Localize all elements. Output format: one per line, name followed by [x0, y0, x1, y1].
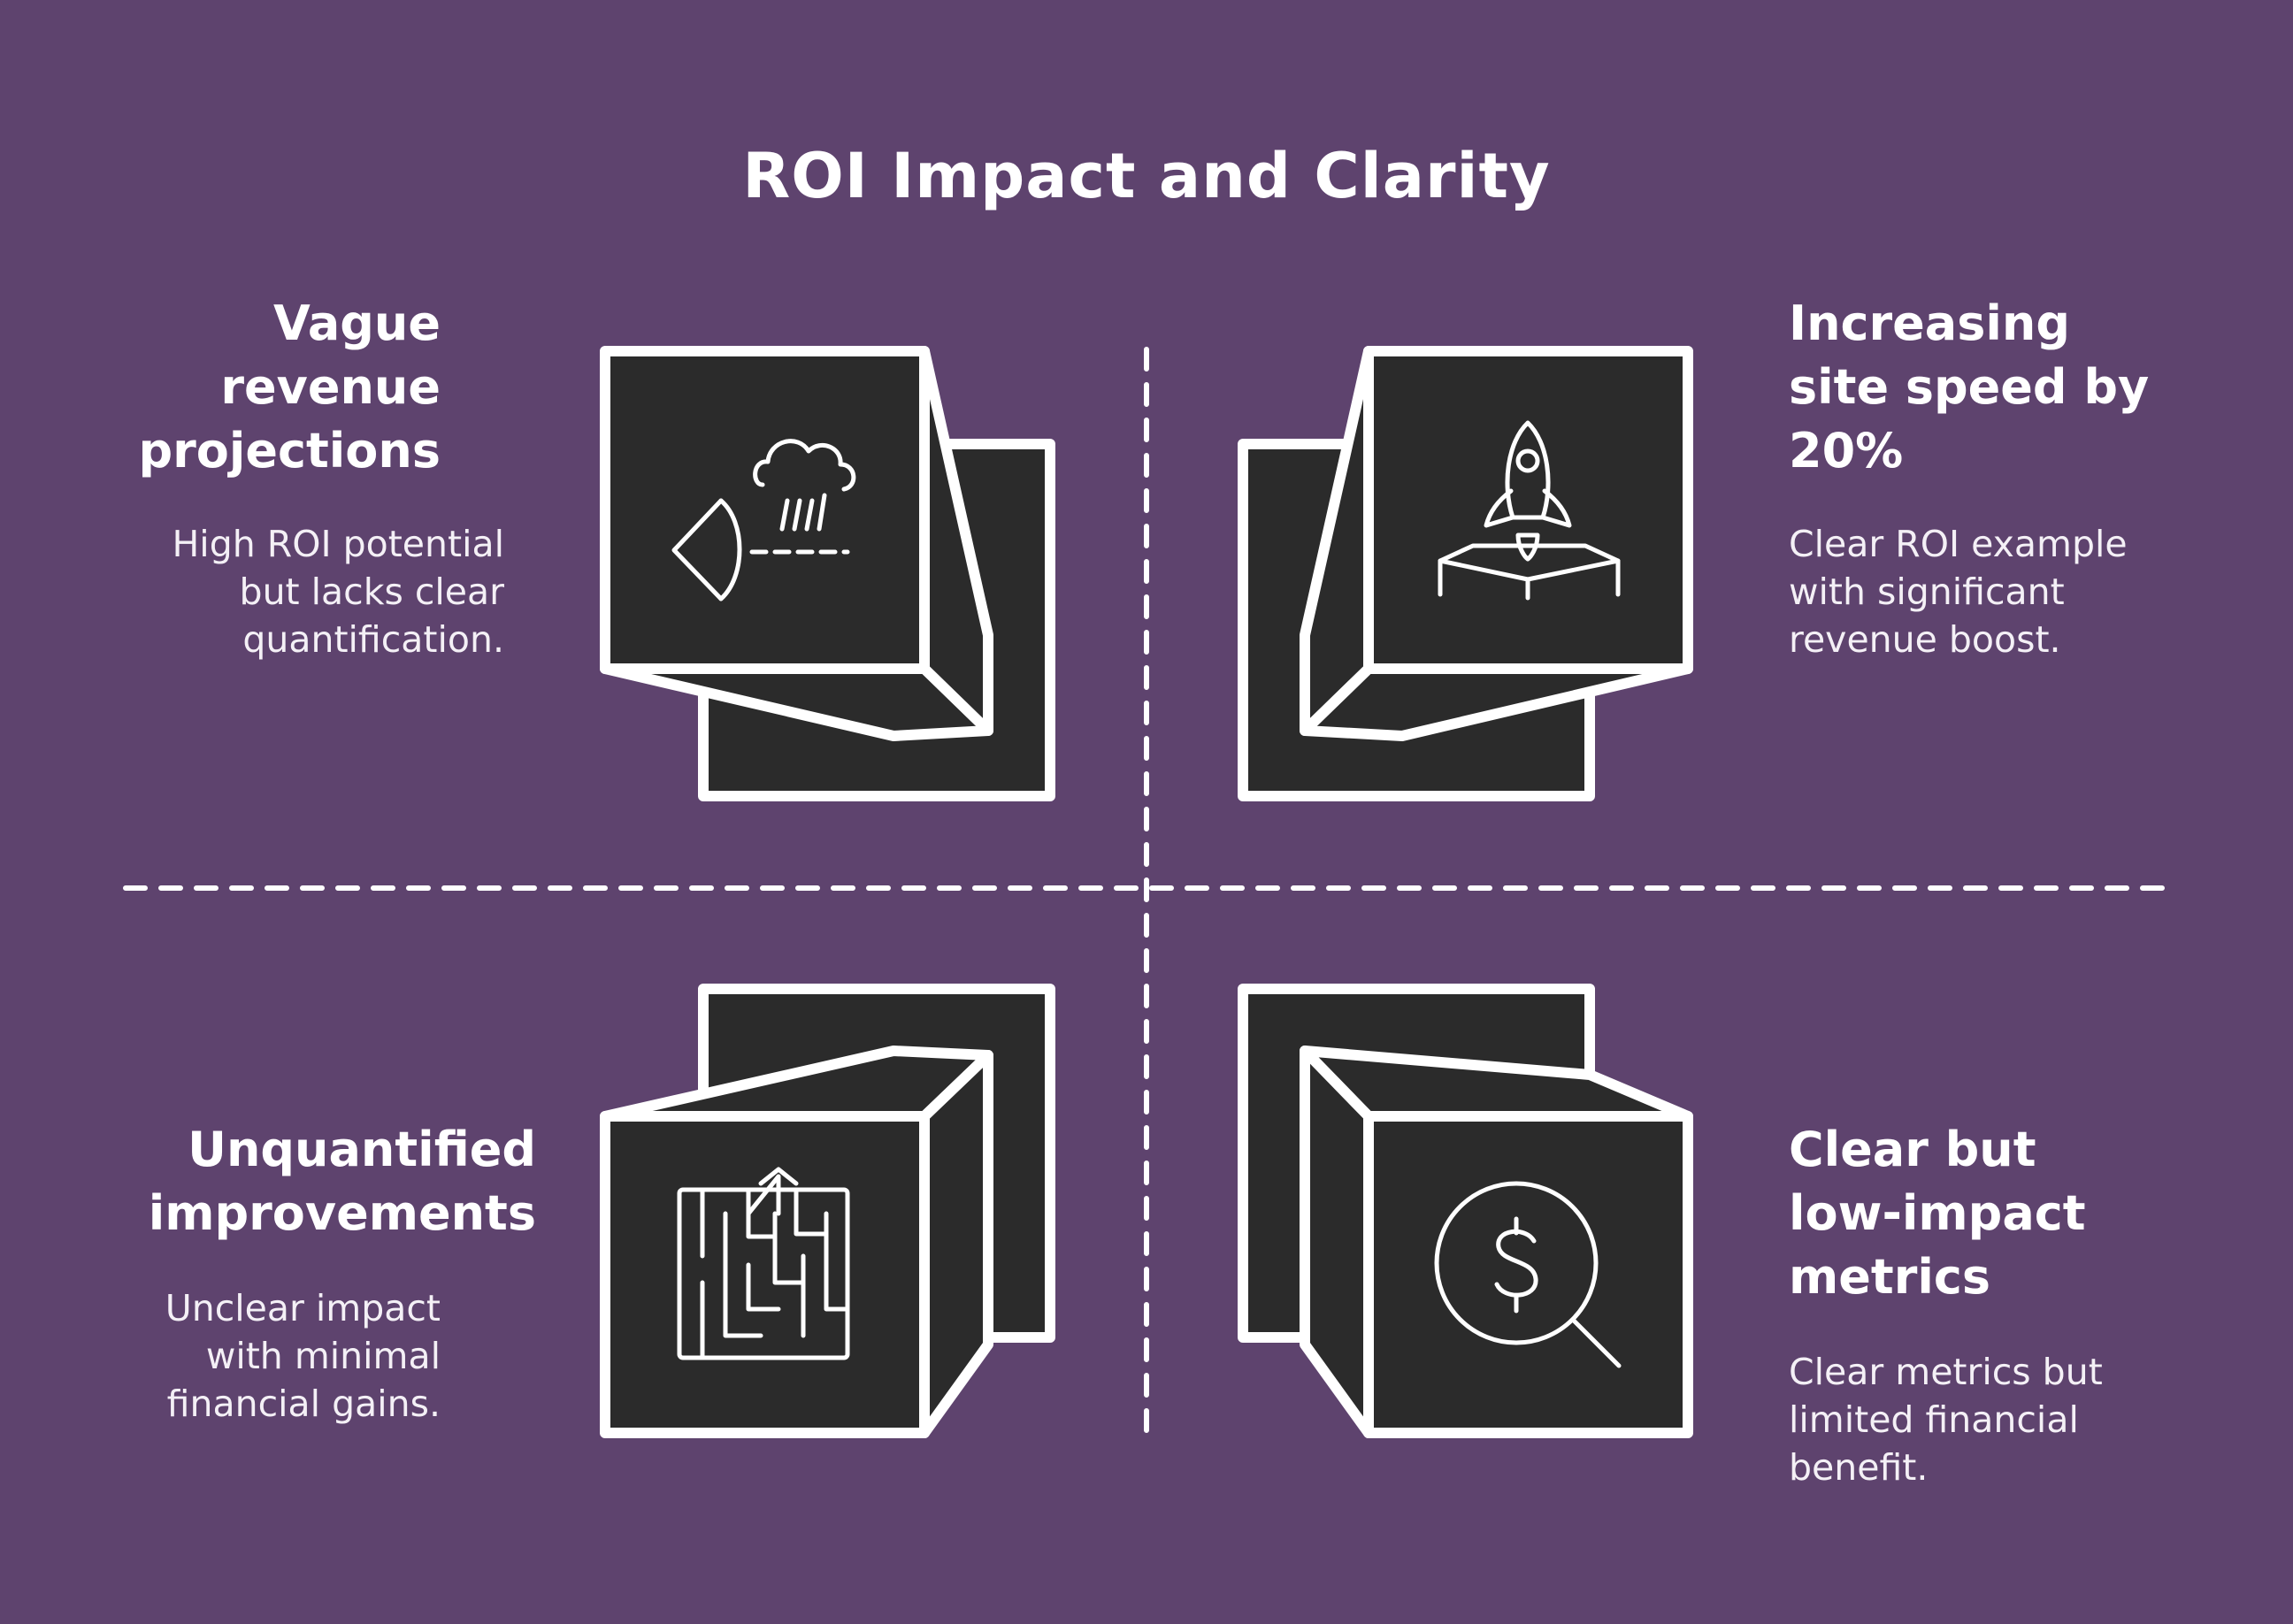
heading-line: Increasing: [1789, 295, 2070, 351]
heading-line: improvements: [148, 1185, 536, 1241]
cube-bottom-right: [1238, 984, 1693, 1438]
cube-top-left: [600, 346, 1055, 801]
rain-cloud-eye-icon: [671, 439, 856, 601]
heading-line: Clear but: [1789, 1122, 2036, 1177]
cube-top-right: [1238, 346, 1693, 801]
description-line: revenue boost.: [1789, 618, 2061, 661]
maze-icon: [677, 1167, 850, 1360]
description-line: financial gains.: [166, 1383, 441, 1425]
heading-line: 20%: [1789, 423, 1904, 479]
description-line: High ROI potential: [172, 523, 504, 565]
description-bottom-right: Clear metrics but limited financial bene…: [1789, 1348, 2103, 1491]
rocket-icon: [1438, 420, 1621, 601]
heading-line: site speed by: [1789, 359, 2150, 415]
description-line: with minimal: [205, 1335, 441, 1377]
description-line: but lacks clear: [239, 571, 504, 613]
description-top-right: Clear ROI example with significant reven…: [1789, 520, 2128, 663]
diagram-title: ROI Impact and Clarity: [742, 140, 1551, 212]
heading-line: metrics: [1789, 1249, 1990, 1305]
description-line: with significant: [1789, 571, 2065, 613]
description-line: benefit.: [1789, 1446, 1929, 1489]
heading-line: low-impact: [1789, 1185, 2086, 1241]
description-line: Clear ROI example: [1789, 523, 2128, 565]
description-line: limited financial: [1789, 1398, 2079, 1441]
cube-bottom-left: [600, 984, 1055, 1438]
description-line: Unclear impact: [165, 1287, 441, 1329]
heading-bottom-right: Clear but low-impact metrics: [1789, 1118, 2086, 1309]
heading-top-left: Vague revenue projections: [138, 292, 441, 483]
heading-line: Unquantified: [188, 1122, 536, 1177]
heading-bottom-left: Unquantified improvements: [149, 1118, 536, 1245]
description-top-left: High ROI potential but lacks clear quant…: [172, 520, 504, 663]
description-line: quantification.: [242, 618, 504, 661]
heading-top-right: Increasing site speed by 20%: [1789, 292, 2149, 483]
description-bottom-left: Unclear impact with minimal financial ga…: [165, 1284, 441, 1428]
description-line: Clear metrics but: [1789, 1351, 2103, 1393]
heading-line: Vague: [273, 295, 441, 351]
heading-line: projections: [138, 423, 441, 479]
dollar-search-icon: [1434, 1181, 1622, 1368]
heading-line: revenue: [220, 359, 441, 415]
